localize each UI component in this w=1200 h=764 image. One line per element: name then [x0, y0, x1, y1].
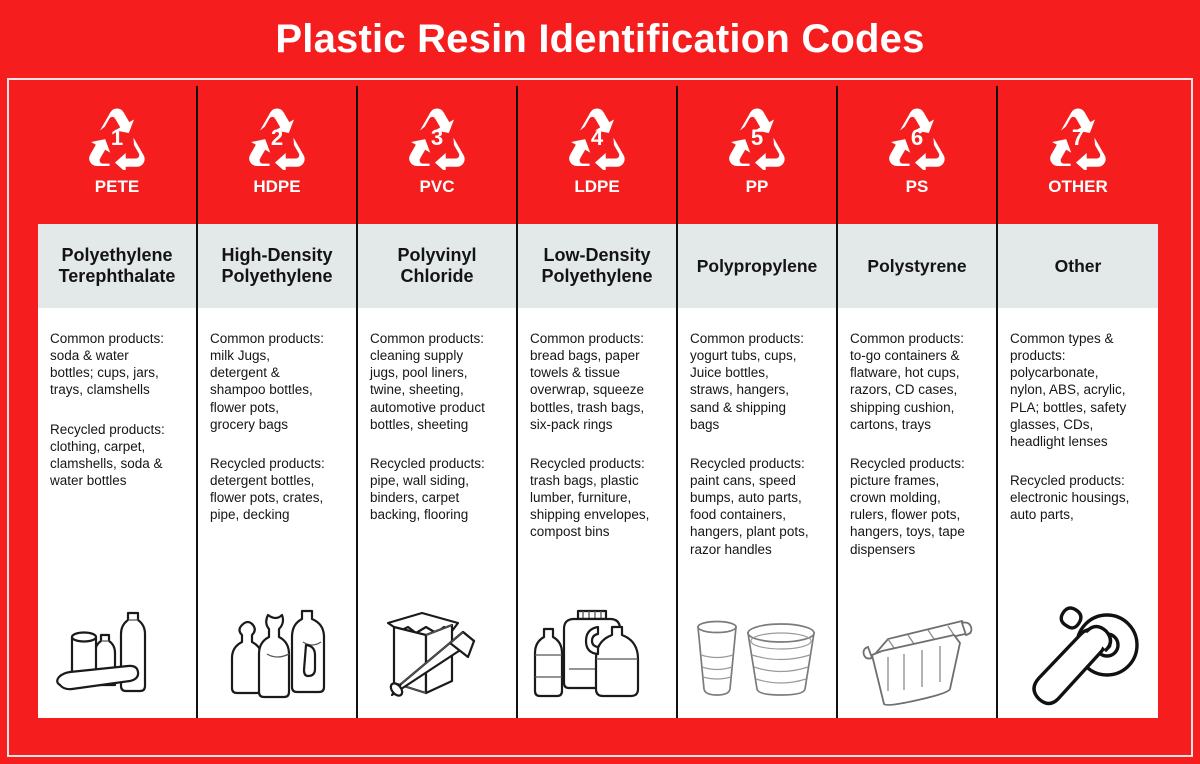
resin-full-name: Polypropylene — [696, 255, 818, 276]
spray-can-and-cd-illustration — [998, 592, 1158, 712]
sheeting-roll-and-box-illustration — [358, 592, 516, 712]
svg-text:7: 7 — [1072, 125, 1084, 150]
recycling-mobius-icon: 5 — [719, 102, 795, 173]
common-products-text: Common products: bread bags, paper towel… — [530, 331, 645, 432]
common-products-text: Common products: milk Jugs, detergent & … — [210, 331, 325, 432]
recycled-products-text: Recycled products: clothing, carpet, cla… — [50, 421, 165, 488]
recycling-mobius-icon: 1 — [79, 102, 155, 173]
resin-details: Common products: bread bags, paper towel… — [518, 308, 676, 718]
title-bar: Plastic Resin Identification Codes — [0, 0, 1200, 78]
resin-full-name: Polyvinyl Chloride — [397, 244, 477, 286]
resin-name-band: Polyethylene Terephthalate — [38, 224, 196, 308]
resin-details: Common types & products: polycarbonate, … — [998, 308, 1158, 718]
svg-text:5: 5 — [751, 125, 763, 150]
recycling-mobius-icon: 3 — [399, 102, 475, 173]
recycled-products-text: Recycled products: picture frames, crown… — [850, 455, 965, 557]
recycling-mobius-icon: 2 — [239, 102, 315, 173]
resin-abbreviation: HDPE — [253, 177, 301, 196]
resin-name-band: Polystyrene — [838, 224, 996, 308]
resin-name-band: High-Density Polyethylene — [198, 224, 356, 308]
resin-full-name: Polystyrene — [867, 255, 967, 276]
bottles-and-jar-illustration — [38, 592, 196, 712]
svg-text:6: 6 — [911, 125, 923, 150]
resin-abbreviation: OTHER — [1048, 177, 1108, 196]
resin-abbreviation: LDPE — [574, 177, 620, 196]
resin-details: Common products: to-go containers & flat… — [838, 308, 996, 718]
resin-details: Common products: cleaning supply jugs, p… — [358, 308, 516, 718]
svg-text:3: 3 — [431, 125, 443, 150]
clamshell-container-illustration — [838, 592, 996, 712]
svg-text:2: 2 — [271, 125, 283, 150]
recycled-products-text: Recycled products: electronic housings, … — [1010, 472, 1130, 523]
recycled-products-text: Recycled products: detergent bottles, fl… — [210, 455, 325, 523]
squeeze-bottle-and-jug-illustration — [518, 592, 676, 712]
recycled-products-text: Recycled products: trash bags, plastic l… — [530, 455, 650, 540]
svg-text:1: 1 — [111, 125, 123, 150]
resin-full-name: Other — [1054, 255, 1102, 276]
resin-details: Common products: soda & water bottles; c… — [38, 308, 196, 718]
recycling-mobius-icon: 6 — [879, 102, 955, 173]
resin-details: Common products: milk Jugs, detergent & … — [198, 308, 356, 718]
resin-name-band: Polypropylene — [678, 224, 836, 308]
resin-name-band: Other — [998, 224, 1158, 308]
resin-details: Common products: yogurt tubs, cups, Juic… — [678, 308, 836, 718]
cup-and-tub-illustration — [678, 592, 836, 712]
resin-name-band: Polyvinyl Chloride — [358, 224, 516, 308]
common-products-text: Common types & products: polycarbonate, … — [1010, 331, 1127, 449]
resin-abbreviation: PVC — [419, 177, 455, 196]
resin-name-band: Low-Density Polyethylene — [518, 224, 676, 308]
page-title: Plastic Resin Identification Codes — [275, 17, 925, 61]
recycled-products-text: Recycled products: pipe, wall siding, bi… — [370, 455, 485, 523]
common-products-text: Common products: cleaning supply jugs, p… — [370, 331, 485, 432]
resin-abbreviation: PETE — [94, 177, 140, 196]
common-products-text: Common products: yogurt tubs, cups, Juic… — [690, 331, 805, 432]
resin-full-name: Polyethylene Terephthalate — [58, 244, 176, 286]
common-products-text: Common products: to-go containers & flat… — [850, 331, 965, 432]
recycling-mobius-icon: 7 — [1040, 102, 1116, 173]
common-products-text: Common products: soda & water bottles; c… — [50, 331, 165, 398]
recycling-mobius-icon: 4 — [559, 102, 635, 173]
svg-text:4: 4 — [591, 125, 604, 150]
resin-full-name: Low-Density Polyethylene — [541, 244, 653, 286]
milk-jug-and-bottles-illustration — [198, 592, 356, 712]
resin-abbreviation: PP — [745, 177, 769, 196]
resin-full-name: High-Density Polyethylene — [221, 244, 333, 286]
resin-abbreviation: PS — [905, 177, 929, 196]
recycled-products-text: Recycled products: paint cans, speed bum… — [690, 455, 809, 557]
